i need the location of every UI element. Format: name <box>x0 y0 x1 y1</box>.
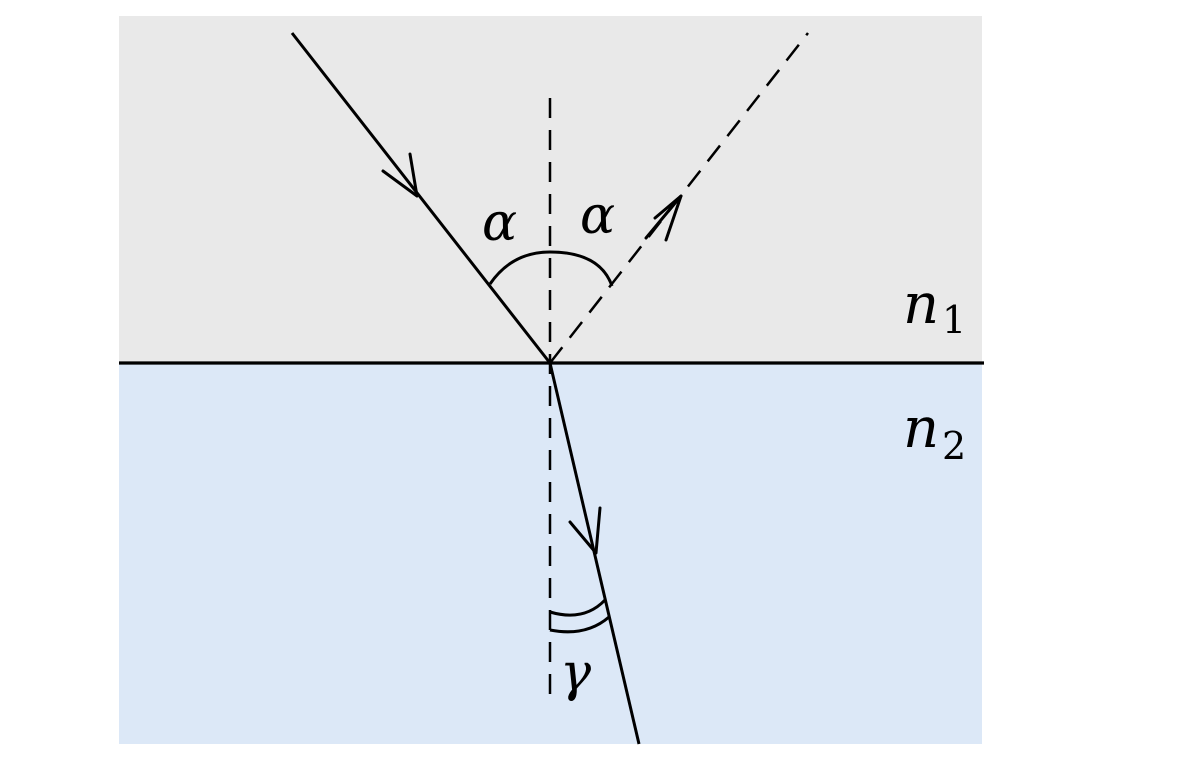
medium-top-region <box>119 16 982 363</box>
reflection-angle-label: α <box>580 186 615 246</box>
incidence-reflection-angle-arc <box>488 250 614 287</box>
refracted-ray-arrow <box>568 506 602 555</box>
refraction-angle-label: γ <box>560 643 592 703</box>
incident-ray-arrow <box>381 152 419 198</box>
refraction-angle-arc-outer <box>549 598 607 617</box>
refraction-angle-arc-inner <box>549 615 610 634</box>
medium-top-label: n <box>903 272 939 337</box>
medium-bottom-subscript: 2 <box>942 424 966 468</box>
incident-ray <box>290 32 552 364</box>
medium-top-subscript: 1 <box>942 298 966 342</box>
medium-bottom-label: n <box>903 396 939 461</box>
incidence-angle-label: α <box>482 193 517 253</box>
reflected-ray-arrow-left <box>664 194 683 242</box>
